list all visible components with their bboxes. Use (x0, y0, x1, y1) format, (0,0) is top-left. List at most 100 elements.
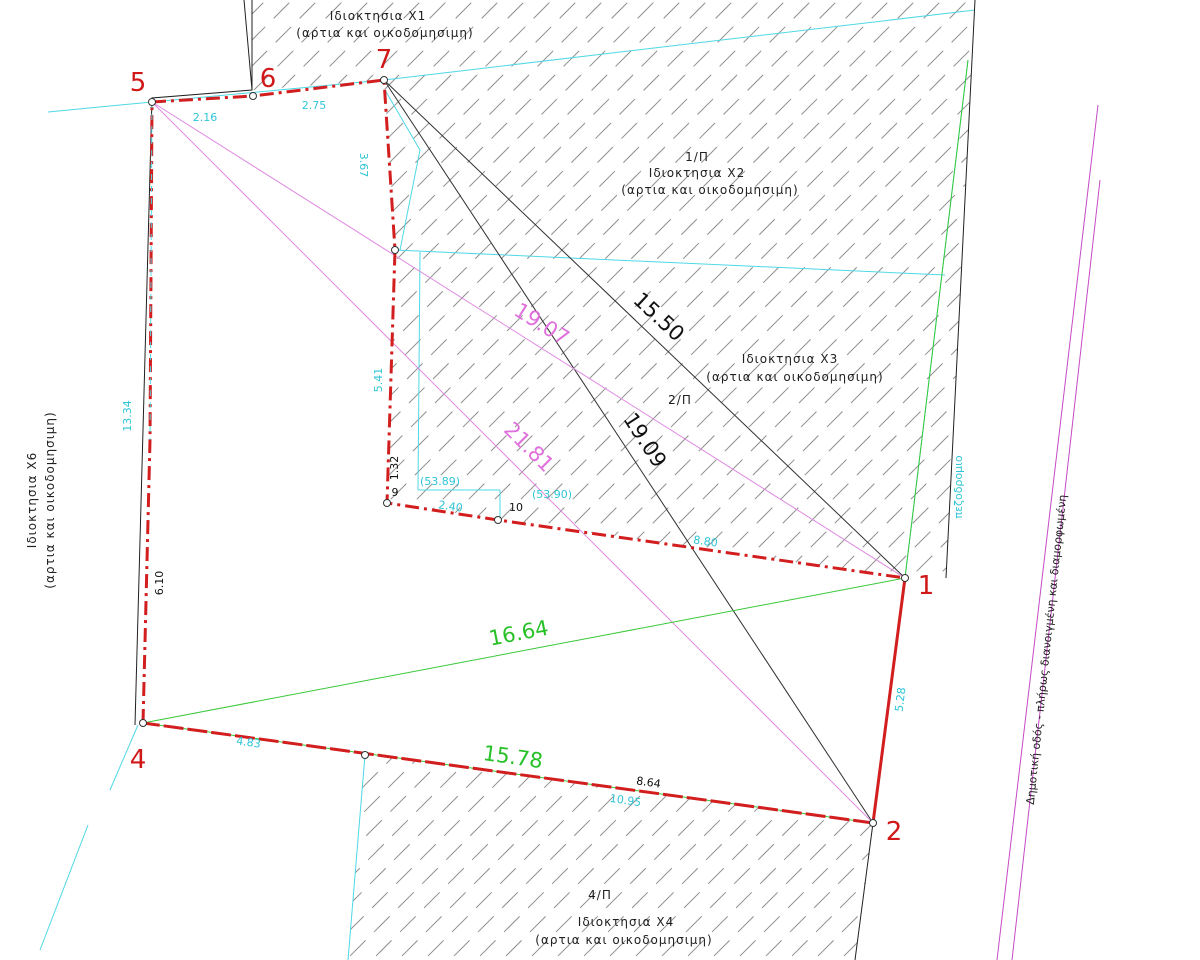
diag-5-1: 19.07 (510, 298, 574, 350)
hatch-line (663, 0, 975, 578)
hatch-line (252, 0, 975, 578)
hatch-line (1132, 0, 1200, 960)
hatch-line (611, 0, 975, 578)
hatch-line (507, 755, 873, 960)
hatch-line (252, 0, 975, 578)
point-5: 5 (130, 68, 147, 98)
hatch-line (377, 0, 975, 578)
hatch-line (252, 0, 975, 578)
road-edges (996, 104, 1101, 960)
hatch-line (377, 755, 873, 960)
hatch-line (871, 0, 975, 578)
diag-4-1: 16.64 (487, 616, 551, 651)
hatch-line (252, 0, 475, 578)
vertex-1 (901, 574, 909, 582)
vertex-9 (383, 499, 391, 507)
hatch-line (299, 0, 975, 578)
len-4-a: 4.83 (235, 734, 261, 750)
hatch-line (507, 0, 975, 578)
hatch-line (559, 0, 975, 578)
hatch-line (976, 0, 1200, 960)
vertex-4 (139, 719, 147, 727)
len-9-h: 1.32 (388, 456, 401, 481)
vertex-mid (361, 751, 369, 759)
point-7: 7 (376, 45, 393, 75)
hatch-line (0, 0, 6, 960)
x2-note: (αρτια και οικοδομησιμη) (621, 183, 798, 197)
len-inner: 6.10 (153, 571, 166, 596)
point-2: 2 (886, 817, 903, 847)
hatch-line (481, 755, 873, 960)
base-outlines (134, 0, 976, 960)
x1-name: Ιδιοκτησια Χ1 (330, 9, 426, 23)
hatch-line (252, 0, 975, 578)
hatch-line (455, 755, 873, 960)
point-4: 4 (130, 745, 147, 775)
hatch-line (533, 755, 873, 960)
hatch-line (689, 755, 873, 960)
side-lengths: 2.16 2.75 3.67 5.41 1.32 2.40 8.80 5.28 … (121, 99, 908, 809)
sidewalk-label: πεζοδρομιο (952, 455, 965, 518)
vertex-6 (249, 92, 257, 100)
hatch-line (0, 0, 136, 960)
len-6-7: 2.75 (302, 99, 327, 112)
len-8-9: 5.41 (372, 368, 385, 393)
hatch-line (348, 755, 631, 960)
x4-name: Ιδιοκτησια Χ4 (578, 915, 674, 929)
hatch-line (252, 0, 975, 578)
vertex-5 (148, 98, 156, 106)
hatch-line (348, 755, 423, 960)
hatch-line (348, 755, 873, 960)
hatch-line (924, 0, 1200, 960)
hatch-line (1080, 0, 1200, 960)
hatch-line (348, 755, 873, 960)
hatch-line (0, 0, 6, 960)
hatch-line (950, 0, 1200, 960)
hatch-line (793, 0, 975, 578)
diag-7-2: 19.09 (618, 408, 671, 471)
hatch-line (1184, 0, 1200, 960)
x3-note: (αρτια και οικοδομησιμη) (706, 370, 883, 384)
hatch-line (252, 0, 975, 578)
hatch-line (585, 0, 975, 578)
x3-code: 2/Π (668, 393, 692, 407)
hatch-line (1158, 0, 1200, 960)
len-4-5: 13.34 (121, 400, 134, 432)
hatch-line (252, 0, 761, 578)
hatch-line (923, 0, 975, 578)
hatch-line (252, 0, 553, 578)
vertex-10 (494, 516, 502, 524)
hatch-line (348, 755, 709, 960)
point-numbers: 1 2 4 5 6 7 9 10 (130, 45, 935, 847)
len-5-6: 2.16 (193, 111, 218, 124)
hatch-line (663, 755, 873, 960)
diag-4-2: 15.78 (482, 741, 545, 773)
hatch-line (898, 0, 1200, 960)
hatch-line (348, 755, 397, 960)
hatch-line (252, 0, 397, 578)
hatch-line (252, 0, 683, 578)
diag-7-1: 15.50 (629, 288, 689, 347)
x6-name: Ιδιοκτησια Χ6 (25, 452, 39, 548)
hatch-line (252, 0, 975, 578)
hatch-line (819, 0, 975, 578)
hatch-line (348, 755, 475, 960)
hatch-line (348, 755, 449, 960)
hatch-line (1054, 0, 1200, 960)
hatch-line (252, 0, 631, 578)
hatch-line (1132, 0, 1200, 960)
hatch-line (845, 0, 975, 578)
hatch-line (845, 755, 873, 960)
x6-note: (αρτια και οικοδομησιμη) (43, 411, 57, 588)
hatch-line (252, 0, 975, 578)
x2-code: 1/Π (685, 150, 709, 164)
hatch-line (1080, 0, 1200, 960)
hatch-line (689, 0, 975, 578)
hatch-line (252, 0, 891, 578)
len-7-8: 3.67 (357, 153, 370, 178)
hatch-line (871, 755, 873, 960)
hatch-line (325, 0, 975, 578)
diagonals (142, 79, 906, 824)
